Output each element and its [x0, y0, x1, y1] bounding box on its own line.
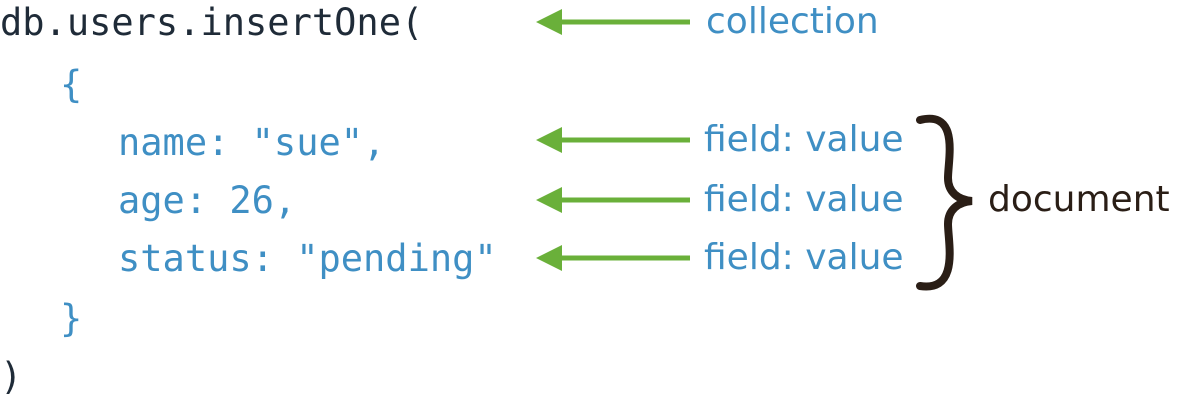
- document-curly-brace: [916, 114, 973, 291]
- code-line-collection: db.users.insertOne(: [0, 1, 424, 44]
- code-line-age: age: 26,: [118, 179, 297, 222]
- code-line-open-brace: {: [60, 63, 83, 106]
- arrow-field-2: [536, 187, 690, 213]
- arrow-collection: [536, 9, 690, 35]
- arrow-field-3: [536, 245, 690, 271]
- code-line-close-paren: ): [0, 355, 23, 398]
- label-field-value-2: field: value: [704, 179, 904, 220]
- label-field-value-1: field: value: [704, 119, 904, 160]
- arrows: [536, 9, 690, 271]
- code-line-status: status: "pending": [118, 237, 497, 280]
- arrow-field-1: [536, 127, 690, 153]
- label-document: document: [988, 179, 1170, 220]
- label-field-value-3: field: value: [704, 237, 904, 278]
- code-line-close-brace: }: [60, 297, 83, 340]
- code-line-name: name: "sue",: [118, 121, 386, 164]
- label-collection: collection: [706, 1, 879, 42]
